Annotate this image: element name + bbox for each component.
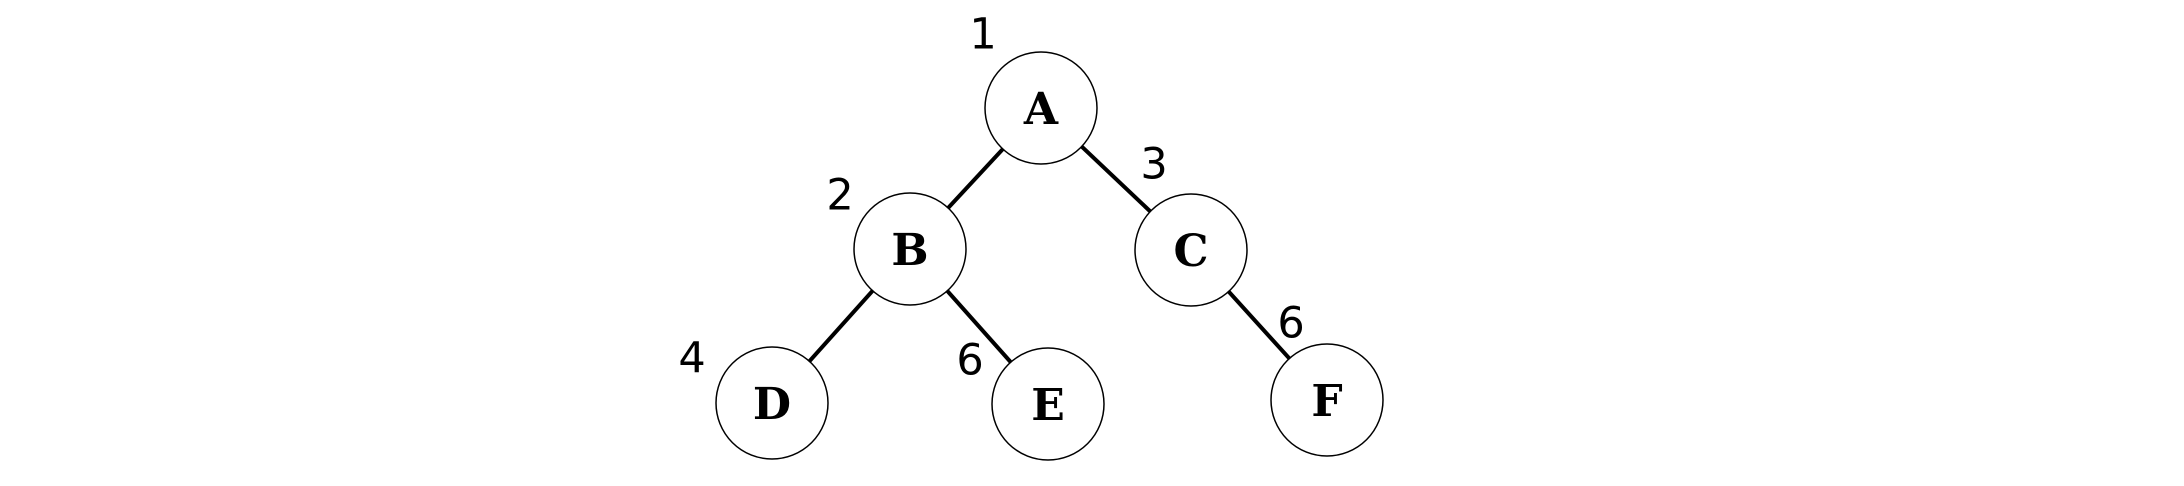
tree-node-D xyxy=(715,346,829,460)
tree-node-A xyxy=(984,51,1098,165)
tree-node-label-E: E xyxy=(1031,380,1065,431)
tree-node-label-A: A xyxy=(1023,84,1059,135)
order-annotation-F: 6 xyxy=(1277,298,1304,348)
tree-node-B xyxy=(853,192,967,306)
order-annotation-D: 4 xyxy=(678,333,705,383)
tree-node-C xyxy=(1134,193,1248,307)
tree-node-label-F: F xyxy=(1311,376,1342,427)
order-annotation-B: 2 xyxy=(826,170,853,220)
tree-node-label-B: B xyxy=(891,225,928,276)
tree-node-label-C: C xyxy=(1173,226,1208,277)
order-annotation-C: 3 xyxy=(1140,139,1167,189)
order-annotation-A: 1 xyxy=(969,9,996,59)
tree-node-E xyxy=(991,347,1105,461)
tree-node-label-D: D xyxy=(753,379,791,430)
order-annotation-E: 6 xyxy=(956,335,983,385)
tree-node-F xyxy=(1270,343,1384,457)
